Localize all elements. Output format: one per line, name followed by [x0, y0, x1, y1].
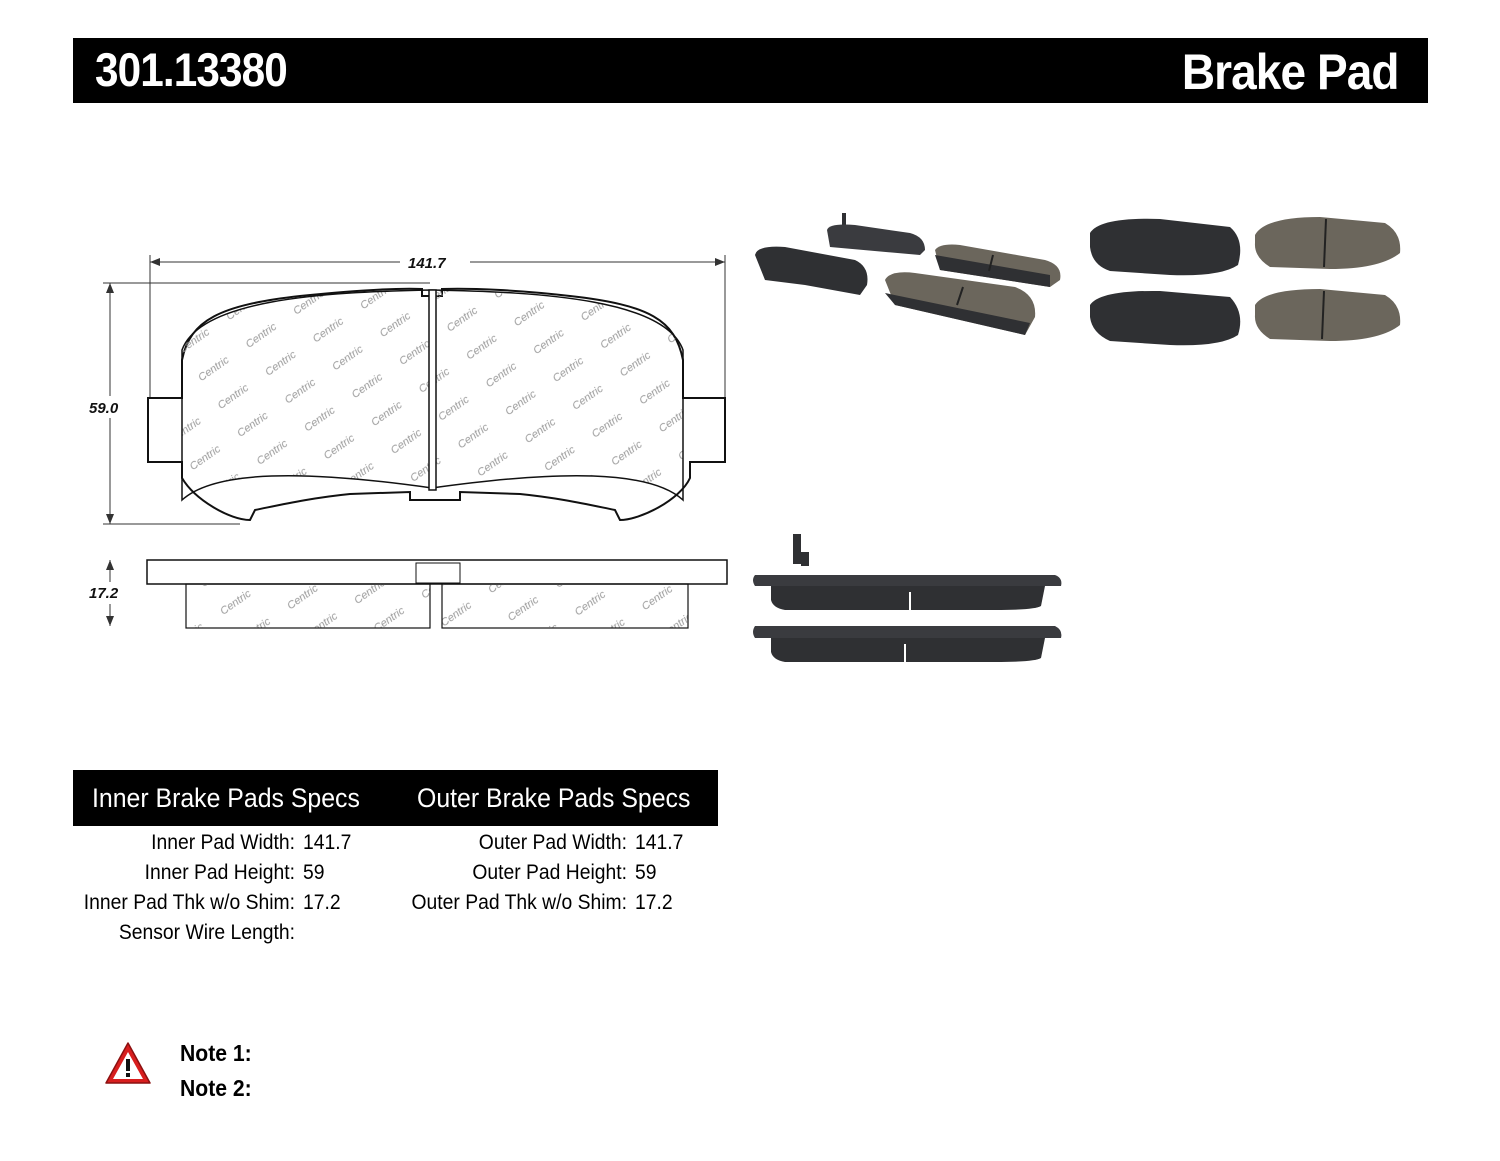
inner-pad-thickness-value: 17.2 — [303, 891, 341, 914]
inner-pad-thickness-label: Inner Pad Thk w/o Shim: — [83, 891, 295, 914]
outer-pad-thickness-value: 17.2 — [635, 891, 673, 914]
part-number: 301.13380 — [95, 43, 288, 96]
document-title: Brake Pad — [1182, 44, 1400, 100]
brake-pad-set-top-photo — [1090, 217, 1401, 346]
thickness-dimension: 17.2 — [89, 585, 119, 602]
inner-pad-height-value: 59 — [303, 861, 325, 884]
height-dimension: 59.0 — [89, 400, 119, 417]
outer-pad-height-label: Outer Pad Height: — [472, 861, 627, 884]
inner-pad-height-label: Inner Pad Height: — [144, 861, 295, 884]
brake-pad-side-profile-photo — [753, 534, 1062, 662]
inner-specs-heading: Inner Brake Pads Specs — [92, 783, 360, 813]
specs-header-bar — [73, 770, 718, 826]
brake-pad-drawing: Centric 141.7 59.0 17.2 — [85, 252, 728, 629]
brake-pad-set-angled-photo — [755, 213, 1061, 335]
inner-pad-width-label: Inner Pad Width: — [151, 831, 295, 854]
inner-pad-width-value: 141.7 — [303, 831, 352, 854]
outer-pad-thickness-label: Outer Pad Thk w/o Shim: — [411, 891, 627, 914]
sensor-wire-length-label: Sensor Wire Length: — [118, 921, 295, 944]
note-1-label: Note 1: — [180, 1040, 252, 1066]
width-dimension: 141.7 — [408, 255, 446, 272]
outer-pad-width-value: 141.7 — [635, 831, 684, 854]
outer-specs-heading: Outer Brake Pads Specs — [417, 783, 691, 813]
outer-pad-height-value: 59 — [635, 861, 657, 884]
header-bar — [73, 38, 1428, 103]
outer-pad-width-label: Outer Pad Width: — [478, 831, 627, 854]
warning-icon — [105, 1042, 151, 1084]
note-2-label: Note 2: — [180, 1075, 252, 1101]
